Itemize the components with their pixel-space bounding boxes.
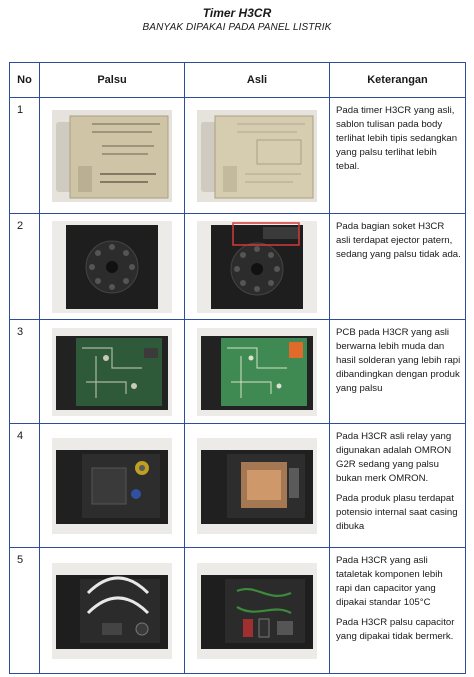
- table-header-row: No Palsu Asli Keterangan: [9, 62, 466, 98]
- description-text: Pada H3CR palsu capacitor yang dipakai t…: [336, 617, 455, 642]
- description-text: Pada produk plasu terdapat potensio inte…: [336, 493, 458, 532]
- photo-fake-pcb: [39, 319, 185, 424]
- row-description: Pada H3CR asli relay yang digunakan adal…: [329, 423, 466, 548]
- table-row: 4 Pada H3CR asli relay yang digun: [9, 423, 466, 548]
- row-number: 5: [9, 547, 40, 674]
- page-title: Timer H3CR: [202, 6, 272, 20]
- header-asli: Asli: [184, 62, 330, 98]
- photo-original-relay: [184, 423, 330, 548]
- row-number: 4: [9, 423, 40, 548]
- row-description: Pada bagian soket H3CR asli terdapat eje…: [329, 213, 466, 320]
- row-number: 2: [9, 213, 40, 320]
- photo-original-pcb: [184, 319, 330, 424]
- description-text: Pada timer H3CR yang asli, sablon tulisa…: [336, 105, 458, 172]
- page-subtitle: BANYAK DIPAKAI PADA PANEL LISTRIK: [142, 22, 332, 33]
- row-description: Pada H3CR yang asli tataletak komponen l…: [329, 547, 466, 674]
- row-number: 1: [9, 97, 40, 214]
- header-no: No: [9, 62, 40, 98]
- description-text: Pada bagian soket H3CR asli terdapat eje…: [336, 221, 461, 260]
- header-keterangan: Keterangan: [329, 62, 466, 98]
- row-number: 3: [9, 319, 40, 424]
- comparison-table: No Palsu Asli Keterangan 1: [9, 62, 466, 674]
- row-description: PCB pada H3CR yang asli berwarna lebih m…: [329, 319, 466, 424]
- photo-original-socket: [184, 213, 330, 320]
- description-text: Pada H3CR asli relay yang digunakan adal…: [336, 431, 452, 484]
- row-description: Pada timer H3CR yang asli, sablon tulisa…: [329, 97, 466, 214]
- photo-original-components: [184, 547, 330, 674]
- table-row: 5 Pada H3CR yang asli ta: [9, 547, 466, 674]
- table-row: 1: [9, 97, 466, 214]
- description-text: PCB pada H3CR yang asli berwarna lebih m…: [336, 327, 461, 394]
- table-row: 3 PCB pada H3CR yang asli berwarn: [9, 319, 466, 424]
- photo-fake-components: [39, 547, 185, 674]
- photo-original-front: [184, 97, 330, 214]
- photo-fake-relay: [39, 423, 185, 548]
- photo-fake-front: [39, 97, 185, 214]
- photo-fake-socket: [39, 213, 185, 320]
- table-row: 2: [9, 213, 466, 320]
- description-text: Pada H3CR yang asli tataletak komponen l…: [336, 555, 443, 608]
- header-palsu: Palsu: [39, 62, 185, 98]
